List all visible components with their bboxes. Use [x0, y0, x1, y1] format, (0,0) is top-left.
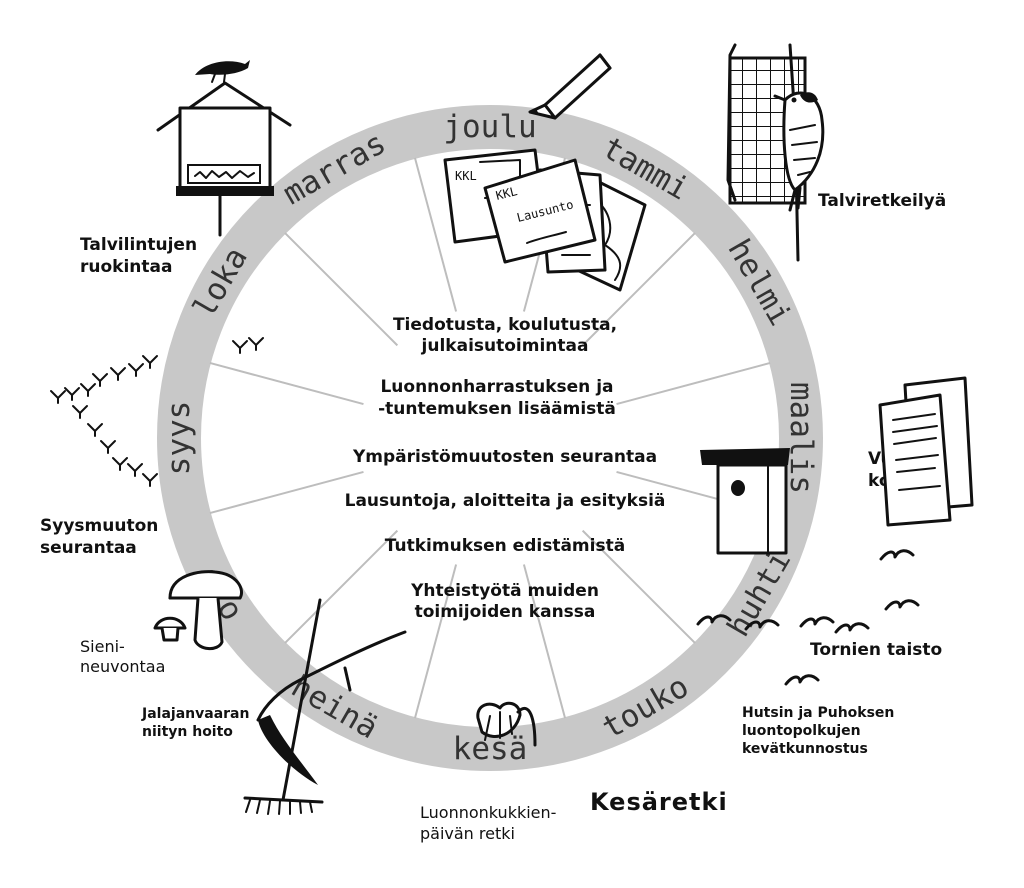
- goose-1: [248, 337, 264, 351]
- center-line-7: Tutkimuksen edistämistä: [385, 536, 625, 556]
- center-line-3: Luonnonharrastuksen ja: [380, 377, 613, 397]
- spoke-1: [581, 232, 696, 347]
- center-line-1: Tiedotusta, koulutusta,: [393, 315, 617, 335]
- label-sieni-2: neuvontaa: [80, 657, 165, 676]
- birdhouse-icon: [700, 448, 790, 555]
- bird-feeder-icon: [156, 60, 292, 237]
- label-syysmuuton-2: seurantaa: [40, 538, 137, 558]
- label-talvilintujen-2: ruokintaa: [80, 257, 172, 277]
- month-label-helmi: helmi: [720, 233, 798, 332]
- center-line-4: -tuntemuksen lisäämistä: [378, 399, 616, 419]
- center-line-2: julkaisutoimintaa: [421, 336, 589, 356]
- goose-0: [232, 340, 248, 354]
- doc-kkl-1: KKL: [455, 169, 477, 183]
- pencil-icon: [528, 53, 612, 120]
- label-luonnonkukkien-2: päivän retki: [420, 824, 515, 843]
- swallows-icon: [696, 549, 920, 686]
- spoke-2: [616, 361, 771, 406]
- month-label-touko: touko: [596, 668, 695, 746]
- swallow-0: [879, 549, 915, 561]
- spoke-11: [413, 157, 458, 312]
- center-line-9: toimijoiden kanssa: [415, 602, 596, 622]
- rake-scythe-icon: [243, 598, 407, 815]
- month-spokes: [209, 157, 771, 719]
- swallow-3: [744, 619, 780, 631]
- goose-9: [72, 405, 88, 419]
- swallow-4: [799, 616, 835, 628]
- goose-3: [64, 387, 80, 401]
- spoke-10: [284, 232, 399, 347]
- goose-13: [127, 463, 143, 477]
- label-hutsin-1: Hutsin ja Puhoksen: [742, 705, 894, 721]
- month-label-joulu: joulu: [443, 109, 536, 145]
- goose-2: [50, 390, 66, 404]
- label-hutsin-2: luontopolkujen: [742, 723, 861, 739]
- swallow-2: [696, 614, 732, 626]
- center-line-8: Yhteistyötä muiden: [410, 581, 599, 601]
- doc-kkl-2: KKL: [494, 184, 518, 203]
- label-jalajan-2: niityn hoito: [142, 724, 233, 740]
- label-tornien-taisto: Tornien taisto: [810, 640, 942, 660]
- label-talviretkeilya: Talviretkeilyä: [818, 191, 946, 211]
- label-talvilintujen-1: Talvilintujen: [80, 235, 197, 255]
- month-label-syys: syys: [161, 401, 197, 476]
- goose-5: [92, 373, 108, 387]
- center-line-6: Lausuntoja, aloitteita ja esityksiä: [345, 491, 666, 511]
- goose-10: [87, 423, 103, 437]
- meeting-papers-icon: [878, 376, 974, 527]
- spoke-4: [581, 529, 696, 644]
- year-ring: [157, 105, 823, 771]
- goose-6: [110, 367, 126, 381]
- label-hutsin-3: kevätkunnostus: [742, 741, 868, 757]
- goose-14: [142, 473, 158, 487]
- woodpecker-tree-icon: [726, 43, 825, 262]
- spoke-5: [522, 564, 567, 719]
- label-kesaretki: Kesäretki: [590, 788, 728, 816]
- swallow-5: [834, 622, 870, 634]
- goose-8: [142, 355, 158, 369]
- label-sieni-1: Sieni-: [80, 637, 125, 656]
- label-syysmuuton-1: Syysmuuton: [40, 516, 158, 536]
- label-jalajan-1: Jalajanvaaran: [141, 706, 249, 722]
- mushroom-icon: [153, 570, 243, 650]
- goose-4: [80, 383, 96, 397]
- goose-11: [100, 440, 116, 454]
- swallow-6: [784, 674, 820, 686]
- swallow-1: [884, 599, 920, 611]
- spoke-8: [209, 470, 364, 515]
- goose-12: [112, 457, 128, 471]
- label-luonnonkukkien-1: Luonnonkukkien-: [420, 803, 556, 822]
- center-text: Tiedotusta, koulutusta, julkaisutoiminta…: [345, 315, 666, 622]
- spoke-9: [209, 361, 364, 406]
- documents-icon: KKL KKL Lausunto: [443, 148, 647, 292]
- month-label-maalis: maalis: [783, 382, 819, 494]
- spoke-7: [284, 529, 399, 644]
- flower-icon: [476, 701, 537, 747]
- center-line-5: Ympäristömuutosten seurantaa: [352, 447, 657, 467]
- goose-7: [128, 363, 144, 377]
- spoke-6: [413, 564, 458, 719]
- geese-flock-icon: [50, 337, 264, 487]
